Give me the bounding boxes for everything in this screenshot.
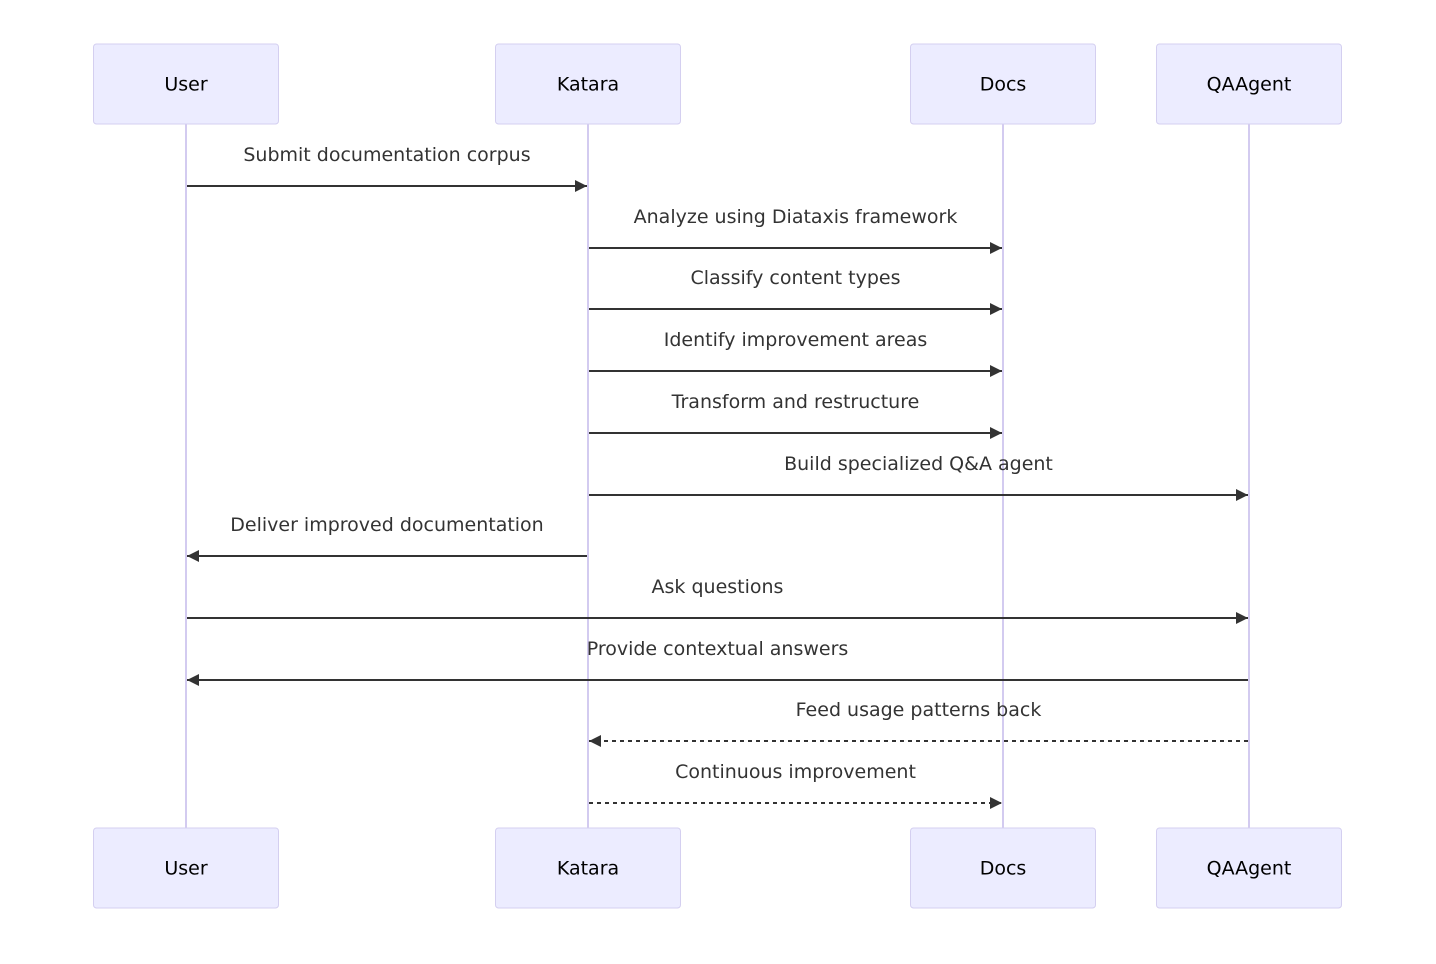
actor-qaagent-bottom: QAAgent bbox=[1156, 827, 1342, 909]
message-2: Analyze using Diataxis framework bbox=[589, 206, 1002, 254]
actor-user-top: User bbox=[93, 43, 279, 125]
actor-docs-bottom: Docs bbox=[910, 827, 1096, 909]
message-label: Build specialized Q&A agent bbox=[784, 453, 1053, 475]
message-8: Ask questions bbox=[187, 576, 1248, 624]
message-4: Identify improvement areas bbox=[589, 329, 1002, 377]
actor-label: Docs bbox=[980, 858, 1027, 880]
message-label: Deliver improved documentation bbox=[230, 514, 543, 536]
message-label: Ask questions bbox=[652, 576, 784, 598]
message-6: Build specialized Q&A agent bbox=[589, 453, 1248, 501]
message-label: Analyze using Diataxis framework bbox=[634, 206, 958, 228]
actor-user-bottom: User bbox=[93, 827, 279, 909]
actor-box bbox=[93, 827, 279, 909]
lifelines bbox=[185, 124, 1250, 828]
actors-top: User Katara Docs QAAgent bbox=[93, 43, 1342, 125]
message-label: Provide contextual answers bbox=[587, 638, 849, 660]
message-7: Deliver improved documentation bbox=[187, 514, 587, 562]
message-label: Submit documentation corpus bbox=[243, 144, 530, 166]
actor-katara-top: Katara bbox=[495, 43, 681, 125]
actor-label: Docs bbox=[980, 74, 1027, 96]
message-1: Submit documentation corpus bbox=[187, 144, 587, 192]
actor-box bbox=[93, 43, 279, 125]
actor-box bbox=[495, 43, 681, 125]
actor-label: User bbox=[164, 858, 207, 880]
actor-docs-top: Docs bbox=[910, 43, 1096, 125]
message-11: Continuous improvement bbox=[589, 761, 1002, 809]
actor-box bbox=[1156, 43, 1342, 125]
message-label: Classify content types bbox=[690, 267, 900, 289]
message-label: Feed usage patterns back bbox=[796, 699, 1042, 721]
actors-bottom: User Katara Docs QAAgent bbox=[93, 827, 1342, 909]
actor-box bbox=[910, 827, 1096, 909]
actor-label: QAAgent bbox=[1207, 858, 1292, 880]
actor-label: User bbox=[164, 74, 207, 96]
actor-box bbox=[910, 43, 1096, 125]
message-3: Classify content types bbox=[589, 267, 1002, 315]
message-10: Feed usage patterns back bbox=[589, 699, 1248, 747]
actor-katara-bottom: Katara bbox=[495, 827, 681, 909]
message-label: Transform and restructure bbox=[671, 391, 920, 413]
message-5: Transform and restructure bbox=[589, 391, 1002, 439]
message-label: Continuous improvement bbox=[675, 761, 916, 783]
actor-label: Katara bbox=[557, 74, 619, 96]
message-label: Identify improvement areas bbox=[664, 329, 928, 351]
message-9: Provide contextual answers bbox=[187, 638, 1248, 686]
actor-label: QAAgent bbox=[1207, 74, 1292, 96]
actor-box bbox=[1156, 827, 1342, 909]
actor-box bbox=[495, 827, 681, 909]
actor-label: Katara bbox=[557, 858, 619, 880]
actor-qaagent-top: QAAgent bbox=[1156, 43, 1342, 125]
